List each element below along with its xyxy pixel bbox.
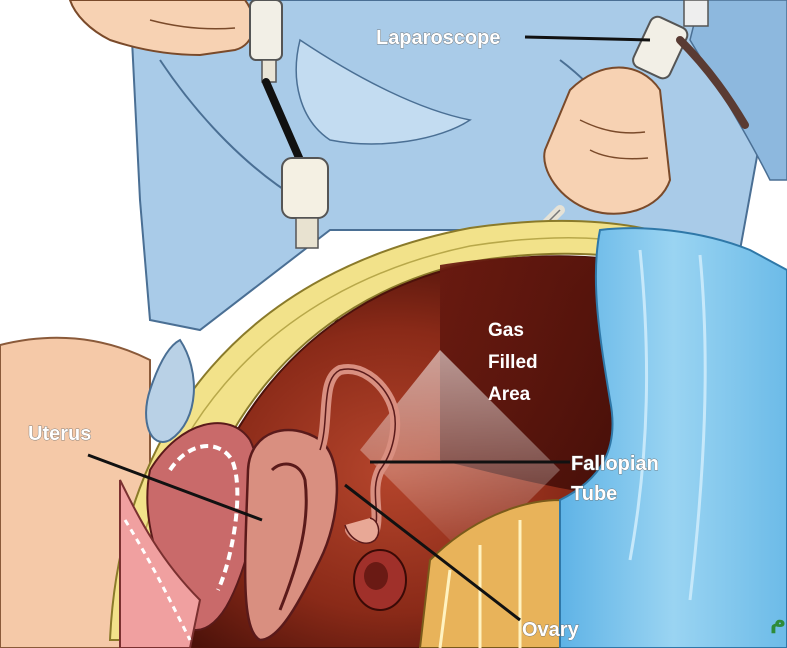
ovary-organ (354, 550, 406, 610)
gas-label-line1: Gas (488, 320, 524, 341)
uterus-label: Uterus (28, 423, 91, 445)
laparoscope-label: Laparoscope (376, 27, 500, 49)
fallopian-label-line1: Fallopian (571, 453, 659, 475)
gas-label-line3: Area (488, 384, 531, 405)
watermark-logo: دکترسلام (770, 609, 787, 634)
gas-label-line2: Filled (488, 352, 538, 373)
ovary-label: Ovary (522, 619, 580, 641)
fallopian-label-line2: Tube (571, 483, 617, 505)
